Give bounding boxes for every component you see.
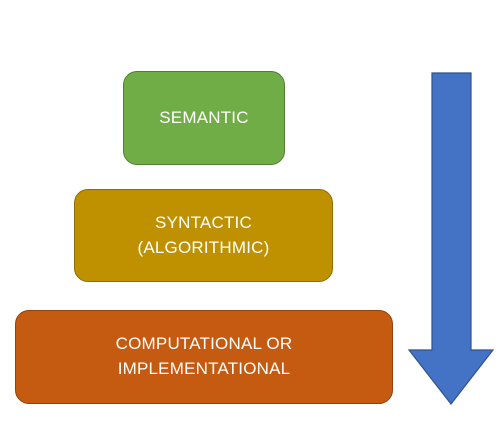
level-syntactic-label-line1: SYNTACTIC	[155, 212, 252, 232]
down-arrow-shape	[407, 72, 495, 405]
level-syntactic-label-line2: (ALGORITHMIC)	[137, 237, 270, 257]
level-computational-box: COMPUTATIONAL OR IMPLEMENTATIONAL	[15, 310, 393, 404]
level-semantic-label: SEMANTIC	[159, 107, 249, 127]
level-syntactic-box: SYNTACTIC (ALGORITHMIC)	[74, 189, 333, 282]
level-computational-label-line1: COMPUTATIONAL OR	[115, 334, 293, 354]
level-computational-label-line2: IMPLEMENTATIONAL	[117, 359, 291, 378]
level-semantic-box: SEMANTIC	[123, 71, 285, 165]
down-arrow-icon	[407, 72, 495, 405]
